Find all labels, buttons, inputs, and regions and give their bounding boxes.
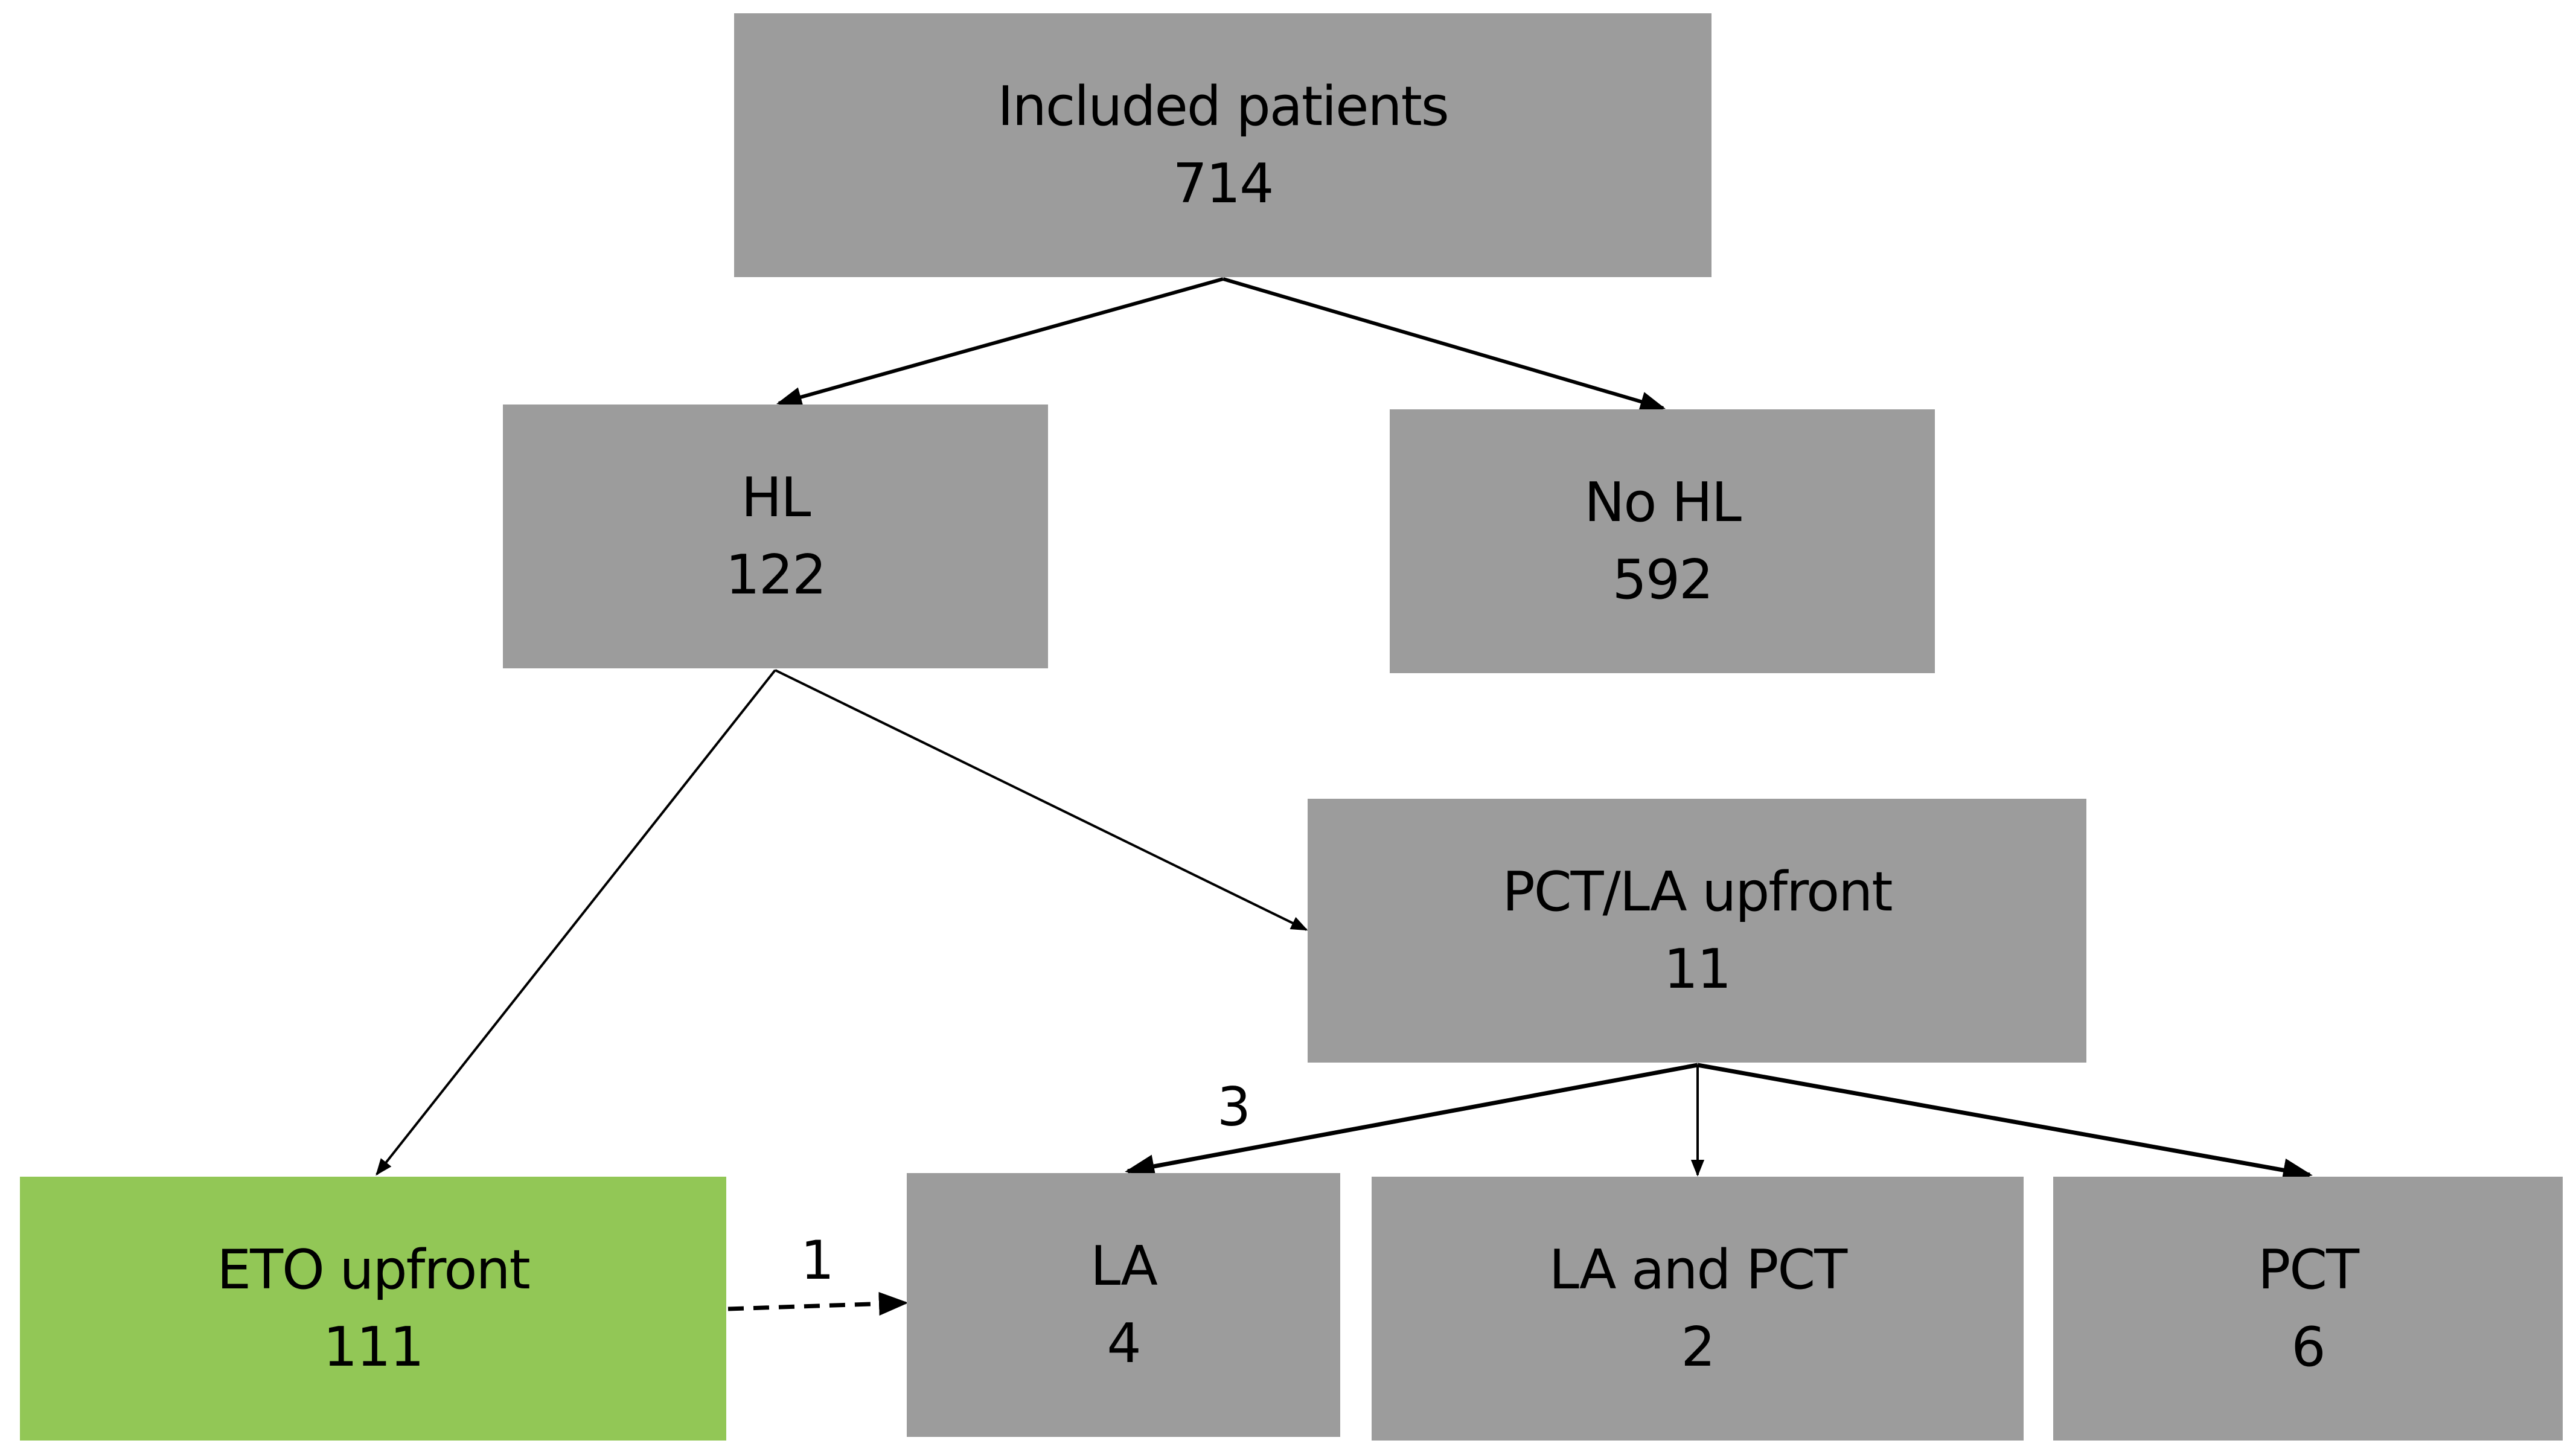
edge-included-to-hl [776,277,1224,407]
edge-eto-to-la-dashed [727,1291,909,1316]
node-pct: PCT 6 [2053,1177,2563,1441]
node-pct-la-upfront: PCT/LA upfront 11 [1308,799,2086,1063]
node-eto-upfront: ETO upfront 111 [20,1177,726,1441]
node-count: 122 [725,543,827,607]
node-count: 6 [2291,1315,2325,1379]
node-la-and-pct: LA and PCT 2 [1372,1177,2024,1441]
node-label: Included patients [997,74,1449,138]
node-count: 11 [1663,937,1732,1001]
node-count: 4 [1107,1311,1141,1375]
node-no-hl: No HL 592 [1390,409,1935,673]
node-count: 111 [323,1315,424,1379]
node-label: ETO upfront [217,1238,531,1302]
node-label: LA and PCT [1548,1238,1847,1302]
node-label: HL [741,465,811,529]
edge-pct-la-to-la [1125,1063,1698,1179]
edge-label-pct-la-to-la: 3 [1217,1076,1251,1138]
node-count: 714 [1172,152,1274,216]
edge-included-to-no-hl [1222,277,1666,412]
node-hl: HL 122 [503,405,1048,668]
edge-hl-to-eto [376,669,776,1176]
edge-hl-to-pct-la [775,669,1308,931]
node-la: LA 4 [907,1173,1340,1437]
node-included-patients: Included patients 714 [734,13,1711,277]
edge-label-eto-to-la: 1 [801,1229,834,1291]
node-label: No HL [1584,470,1742,534]
node-label: PCT/LA upfront [1502,860,1893,924]
edge-pct-la-to-pct [1697,1063,2313,1182]
node-count: 2 [1681,1315,1715,1379]
node-label: PCT [2257,1238,2359,1302]
node-label: LA [1090,1234,1158,1298]
node-count: 592 [1612,548,1714,612]
